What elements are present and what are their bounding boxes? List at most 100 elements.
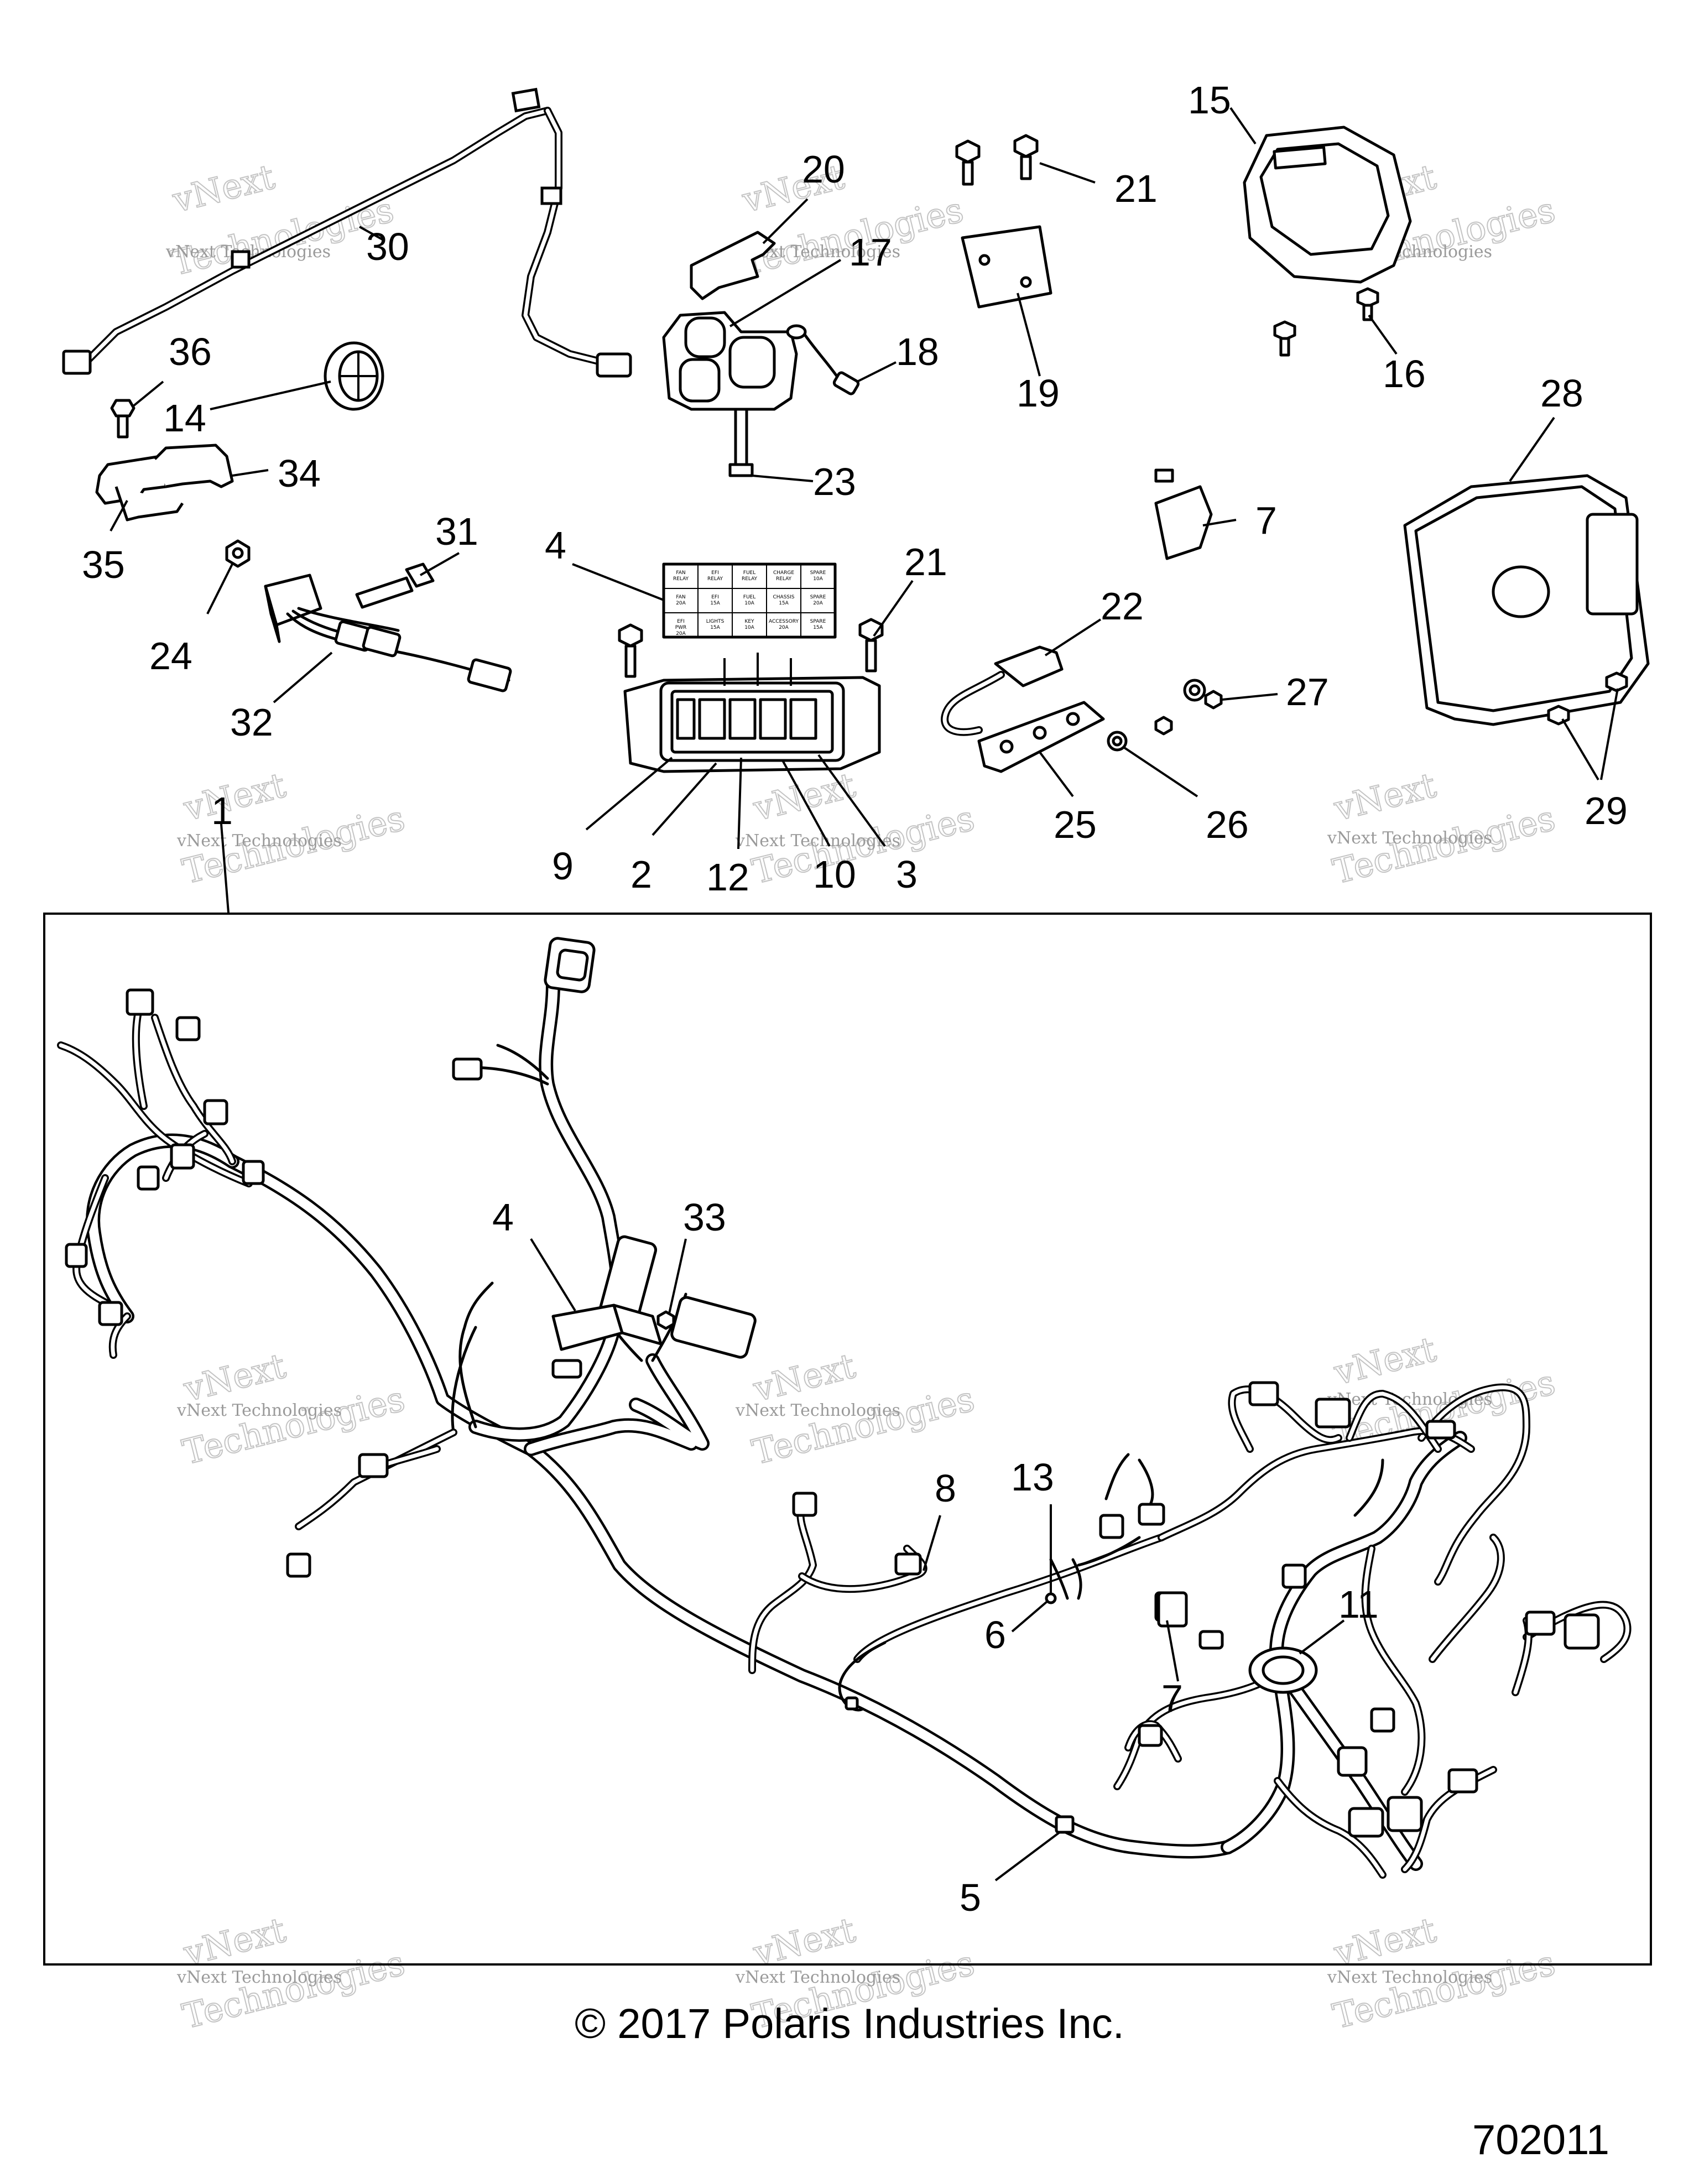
callout-22: 22 xyxy=(1101,585,1144,628)
svg-text:vNext: vNext xyxy=(749,1346,859,1410)
svg-text:vNext: vNext xyxy=(1330,765,1440,829)
fuse-label-text: RELAY xyxy=(742,576,758,582)
callout-7: 7 xyxy=(1161,1677,1183,1720)
part-33-nut[interactable] xyxy=(656,1310,675,1330)
part-17-ignition-coil[interactable] xyxy=(662,311,798,411)
callout-26: 26 xyxy=(1206,803,1249,846)
diagram-number: 702011 xyxy=(1472,2117,1609,2164)
callout-6: 6 xyxy=(984,1613,1006,1656)
watermark: vNext Technologies xyxy=(176,1968,342,1987)
watermark: vNext Technologies xyxy=(178,764,409,893)
fuse-label-text: FUEL xyxy=(743,570,755,576)
part-15-module[interactable] xyxy=(1243,126,1412,284)
part-27-nuts[interactable] xyxy=(1183,679,1223,710)
part-11-grommet[interactable] xyxy=(1248,1646,1318,1694)
part-6-clip[interactable] xyxy=(1045,1592,1057,1604)
callout-28: 28 xyxy=(1540,372,1583,415)
part-21-bolts-top[interactable] xyxy=(955,134,1039,186)
callout-4: 4 xyxy=(492,1196,514,1239)
svg-text:vNext: vNext xyxy=(168,157,278,221)
copyright-text: © 2017 Polaris Industries Inc. xyxy=(575,2000,1124,2047)
part-20-bracket[interactable] xyxy=(690,231,776,300)
callout-35: 35 xyxy=(82,543,125,586)
part-36-bolt[interactable] xyxy=(110,399,135,439)
fuse-label-text: SPARE xyxy=(810,570,826,576)
callout-27: 27 xyxy=(1286,670,1329,713)
fuse-label-text: 20A xyxy=(813,601,823,606)
callout-30: 30 xyxy=(366,225,409,268)
callout-2: 2 xyxy=(630,853,652,896)
callout-10: 10 xyxy=(813,853,856,896)
part-23-bolt[interactable] xyxy=(728,408,754,477)
part-21-bolts-mid[interactable] xyxy=(618,618,884,678)
part-34-35-bracket[interactable] xyxy=(95,444,234,522)
callout-16: 16 xyxy=(1383,352,1426,395)
part-19-plate[interactable] xyxy=(961,225,1052,309)
watermark: vNext Technologies xyxy=(176,831,342,851)
callout-25: 25 xyxy=(1054,803,1097,846)
part-31-bolt[interactable] xyxy=(355,562,435,609)
part-24-nut[interactable] xyxy=(225,539,251,568)
part-28-ecu[interactable] xyxy=(1403,474,1650,726)
callout-12: 12 xyxy=(706,856,749,899)
watermark: vNext Technologies xyxy=(735,831,900,851)
part-4-fuse-label-harness[interactable] xyxy=(551,1304,663,1351)
callout-4: 4 xyxy=(545,524,566,567)
svg-text:vNext: vNext xyxy=(179,765,289,829)
callout-36: 36 xyxy=(169,330,212,373)
part-18-sensor[interactable] xyxy=(786,324,860,395)
fuse-label-text: 10A xyxy=(813,576,823,582)
watermark: vNext Technologies xyxy=(735,1968,900,1987)
fuse-label-text: 10A xyxy=(744,625,754,630)
fuse-label-text: 15A xyxy=(710,601,720,606)
fuse-label-text: EFI xyxy=(711,570,719,576)
part-29-bolts[interactable] xyxy=(1547,671,1628,726)
part-30-harness[interactable] xyxy=(62,87,632,378)
harness-connectors[interactable] xyxy=(65,937,1600,1838)
fuse-label-text: 15A xyxy=(813,625,823,630)
fuse-label-text: SPARE xyxy=(810,595,826,600)
part-7-relay-top[interactable] xyxy=(1154,468,1213,560)
part-14-grommet[interactable] xyxy=(324,341,384,411)
callout-18: 18 xyxy=(896,330,939,373)
fuse-label-text: ACCESSORY xyxy=(769,619,799,624)
harness-box xyxy=(43,913,1652,1966)
callout-9: 9 xyxy=(552,845,574,888)
callout-34: 34 xyxy=(278,452,321,495)
watermark: vNext Technologies xyxy=(1328,1909,1560,2037)
callout-21: 21 xyxy=(904,540,947,583)
part-22-ground-lead[interactable] xyxy=(941,645,1064,736)
callout-1: 1 xyxy=(211,789,233,832)
part-4-fuse-label[interactable]: FANRELAYEFIRELAYFUELRELAYCHARGERELAYSPAR… xyxy=(662,562,837,639)
callout-20: 20 xyxy=(802,148,845,191)
callout-31: 31 xyxy=(435,510,478,553)
fuse-label-text: EFI xyxy=(677,619,685,624)
callout-29: 29 xyxy=(1585,789,1628,832)
watermark: vNext Technologies xyxy=(1328,764,1560,893)
watermark: vNext Technologies xyxy=(1327,828,1492,848)
part-32-module[interactable] xyxy=(264,574,512,692)
callout-13: 13 xyxy=(1011,1456,1054,1499)
callout-15: 15 xyxy=(1188,79,1231,122)
callout-14: 14 xyxy=(163,397,206,440)
fuse-box[interactable] xyxy=(623,653,881,773)
fuse-label-text: RELAY xyxy=(673,576,689,582)
part-26-nuts[interactable] xyxy=(1107,716,1173,752)
svg-text:vNext: vNext xyxy=(1330,1329,1440,1393)
fuse-label-text: CHASSIS xyxy=(773,595,794,600)
fuse-label-text: 15A xyxy=(710,625,720,630)
watermark: vNext Technologies xyxy=(176,1401,342,1420)
fuse-label-text: 20A xyxy=(676,601,686,606)
watermark: vNext Technologies xyxy=(748,1345,979,1473)
fuse-label-text: FAN xyxy=(676,570,685,576)
callout-8: 8 xyxy=(935,1467,956,1510)
fuse-label-text: EFI xyxy=(711,595,719,600)
part-7-relay-lower[interactable] xyxy=(1157,1591,1188,1628)
part-16-screws[interactable] xyxy=(1273,287,1379,357)
fuse-label-text: FAN xyxy=(676,595,685,600)
fuse-label-text: LIGHTS xyxy=(706,619,725,624)
part-25-bus-bar[interactable] xyxy=(977,701,1105,773)
harness-left-cluster xyxy=(57,1008,457,1530)
callout-24: 24 xyxy=(149,634,192,677)
